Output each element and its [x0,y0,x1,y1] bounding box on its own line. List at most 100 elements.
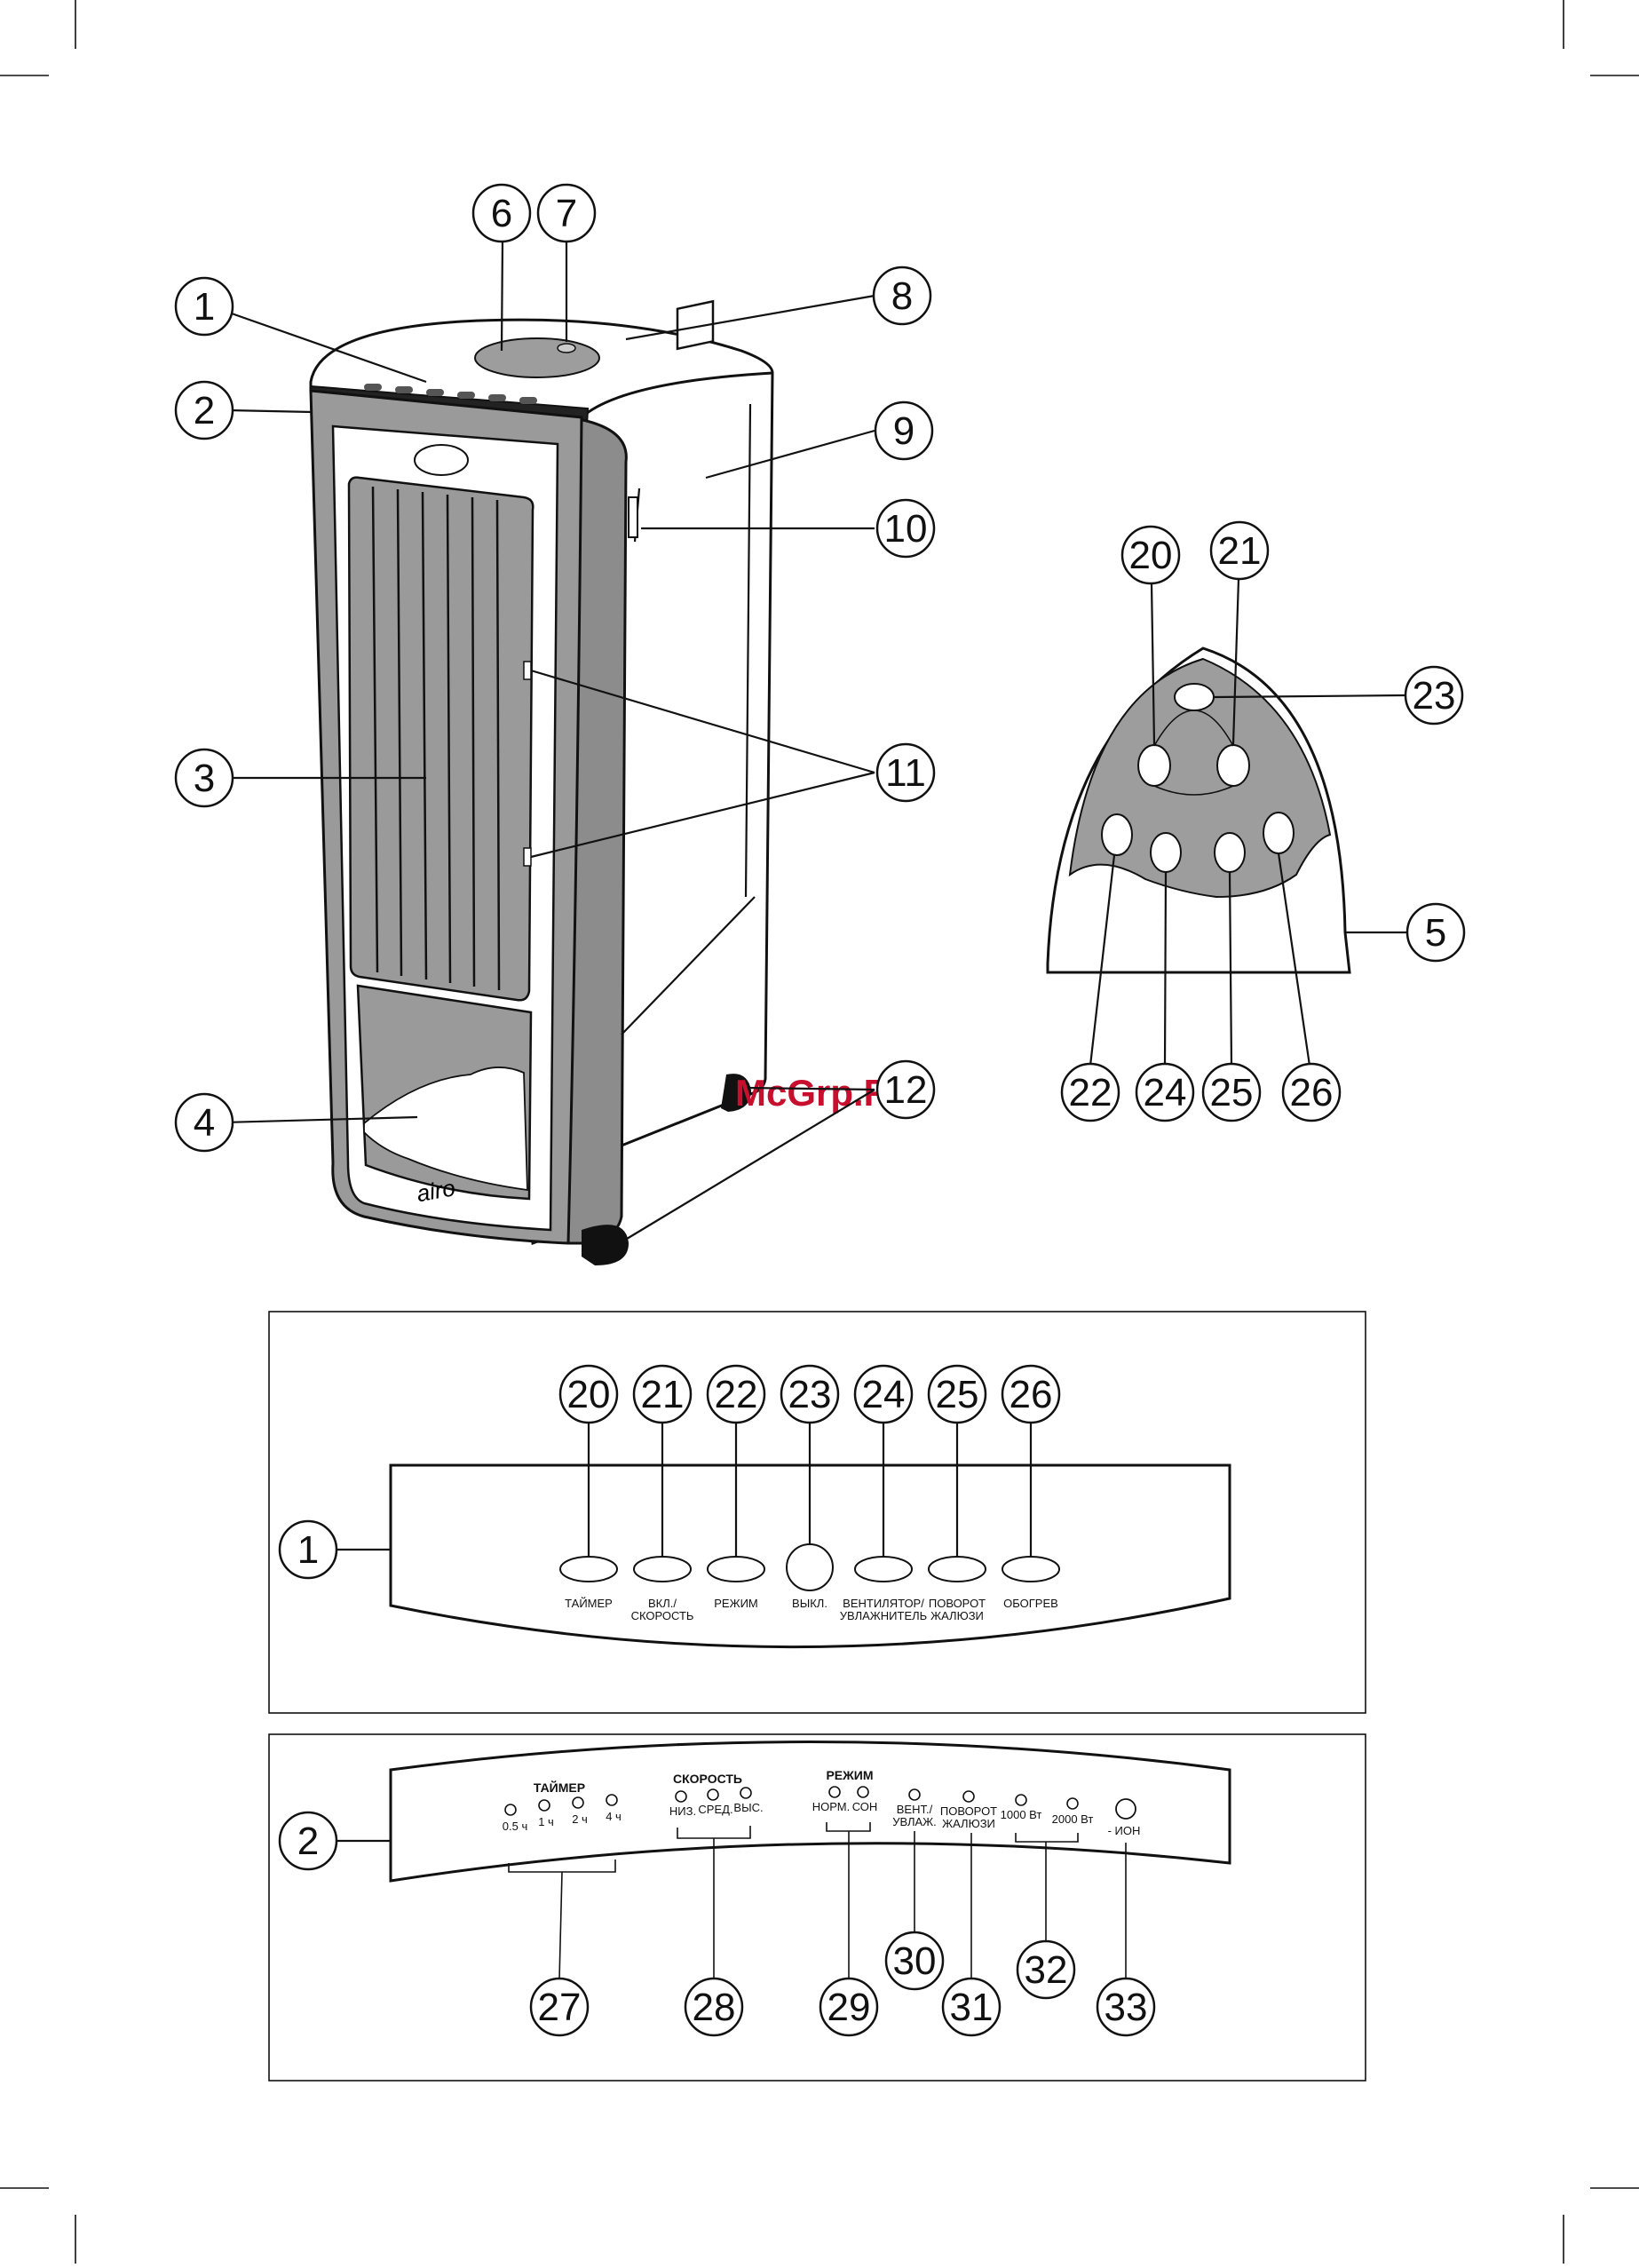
label-text: 8 [891,274,913,318]
label-text: 1 [194,285,215,329]
label-text: РЕЖИМ [714,1597,758,1610]
front-indicator-oval [414,444,469,476]
callout-20: 20 [1120,525,1181,585]
label-text: 24 [862,1373,906,1416]
device-callouts: 1 2 3 4 6 7 8 9 10 11 12 [174,183,936,1153]
label-text: 24 [1144,1071,1187,1114]
mode-group-title: РЕЖИМ [826,1768,873,1782]
label-text: 22 [1069,1071,1112,1114]
wheel-rear [721,1074,751,1112]
callout-9: 9 [874,400,934,461]
callout-8: 8 [872,266,932,326]
callout-22: 22 [1060,1062,1120,1122]
label-text: 23 [788,1373,832,1416]
indicator-panel-outline [389,1741,1231,1883]
remote-button-23 [1174,683,1215,711]
callout-25: 25 [1201,1062,1262,1122]
label-text: 0.5 ч [503,1820,527,1833]
fan-indicator: ВЕНТ./ УВЛАЖ. [892,1788,937,1828]
label-text: 22 [715,1373,758,1416]
timer-indicators: 0.5 ч 1 ч 2 ч 4 ч [503,1794,622,1833]
label-text: 29 [827,1986,871,2029]
label-text: 25 [936,1373,979,1416]
label-text: 28 [693,1986,736,2029]
callout-panel-2: 2 [278,1811,338,1871]
callout-7: 7 [536,183,597,243]
louver-swing-button[interactable]: ПОВОРОТ ЖАЛЮЗИ [928,1556,986,1622]
callout-3: 3 [174,748,234,808]
label-text: ЖАЛЮЗИ [930,1609,984,1622]
top-handle [557,343,576,353]
label-text: 4 [194,1101,215,1145]
label-text: ВЕНТ./ [897,1803,933,1816]
label-text: 26 [1010,1373,1053,1416]
label-text: 21 [641,1373,685,1416]
mode-indicators: НОРМ. СОН [812,1786,877,1813]
label-text: ПОВОРОТ [940,1804,997,1818]
callout-11: 11 [875,742,936,803]
label-text: УВЛАЖНИТЕЛЬ [840,1609,927,1622]
label-text: ВЫС. [733,1801,763,1814]
remote-button-22 [1101,813,1133,856]
power-speed-button[interactable]: ВКЛ./ СКОРОСТЬ [631,1556,694,1622]
speed-indicators: НИЗ. СРЕД. ВЫС. [669,1787,764,1818]
label-text: 31 [950,1986,994,2029]
label-text: 20 [1129,534,1173,577]
control-panel-box: 1 ТАЙМЕР ВКЛ./ СКОРОСТЬ РЕЖИМ ВЫКЛ. ВЕНТ… [268,1311,1366,1714]
label-text: 25 [1210,1071,1254,1114]
remote-button-20 [1137,744,1171,787]
label-text: 5 [1425,911,1446,955]
device-illustration: airo [309,299,774,1265]
label-text: ВЕНТИЛЯТОР/ [843,1597,924,1610]
brand-logo: airo [415,1174,457,1207]
label-text: 2 [297,1820,319,1863]
label-text: 20 [567,1373,611,1416]
remote-callouts: 20 21 23 5 22 24 25 26 [1060,520,1466,1122]
speed-group-title: СКОРОСТЬ [673,1772,742,1786]
remote-button-26 [1263,812,1295,854]
timer-button[interactable]: ТАЙМЕР [559,1556,618,1610]
label-text: 26 [1290,1071,1334,1114]
front-grille [347,476,534,1002]
side-handle [676,299,715,351]
label-text: - ИОН [1108,1824,1141,1837]
callout-23: 23 [1404,665,1464,726]
label-text: 9 [893,409,915,453]
label-text: 11 [885,751,926,795]
label-text: СРЕД. [698,1803,732,1816]
label-text: НИЗ. [669,1804,696,1818]
label-text: НОРМ. [812,1800,850,1813]
callout-1: 1 [174,276,234,337]
label-text: 2 [194,389,215,432]
label-text: 23 [1413,674,1456,718]
top-vent [474,337,600,378]
wheel-front [582,1225,629,1265]
label-text: ТАЙМЕР [565,1597,613,1610]
label-text: 4 ч [606,1810,622,1823]
callout-6: 6 [471,183,532,243]
label-text: 1000 Вт [1001,1808,1042,1821]
remote-button-25 [1214,832,1246,873]
indicator-leaders [508,1822,1127,1980]
label-text: УВЛАЖ. [892,1815,937,1828]
label-text: 27 [538,1986,582,2029]
label-text: 7 [556,192,577,235]
label-text: 12 [884,1068,928,1112]
remote-button-24 [1150,832,1182,873]
callout-2: 2 [174,380,234,440]
label-text: 1 ч [538,1815,554,1828]
fan-humidifier-button[interactable]: ВЕНТИЛЯТОР/ УВЛАЖНИТЕЛЬ [840,1556,927,1622]
callout-panel-1: 1 [278,1519,338,1580]
grille-louvers [371,486,501,991]
label-text: 2000 Вт [1052,1812,1094,1826]
ion-button[interactable]: - ИОН [1108,1798,1141,1837]
label-text: ВКЛ./ [648,1597,677,1610]
remote-illustration [1046,646,1351,974]
ice-pack [363,1067,528,1192]
label-text: 32 [1025,1948,1068,1992]
off-button[interactable]: ВЫКЛ. [786,1543,834,1610]
callout-12: 12 [875,1059,936,1120]
label-text: 1 [297,1528,319,1572]
